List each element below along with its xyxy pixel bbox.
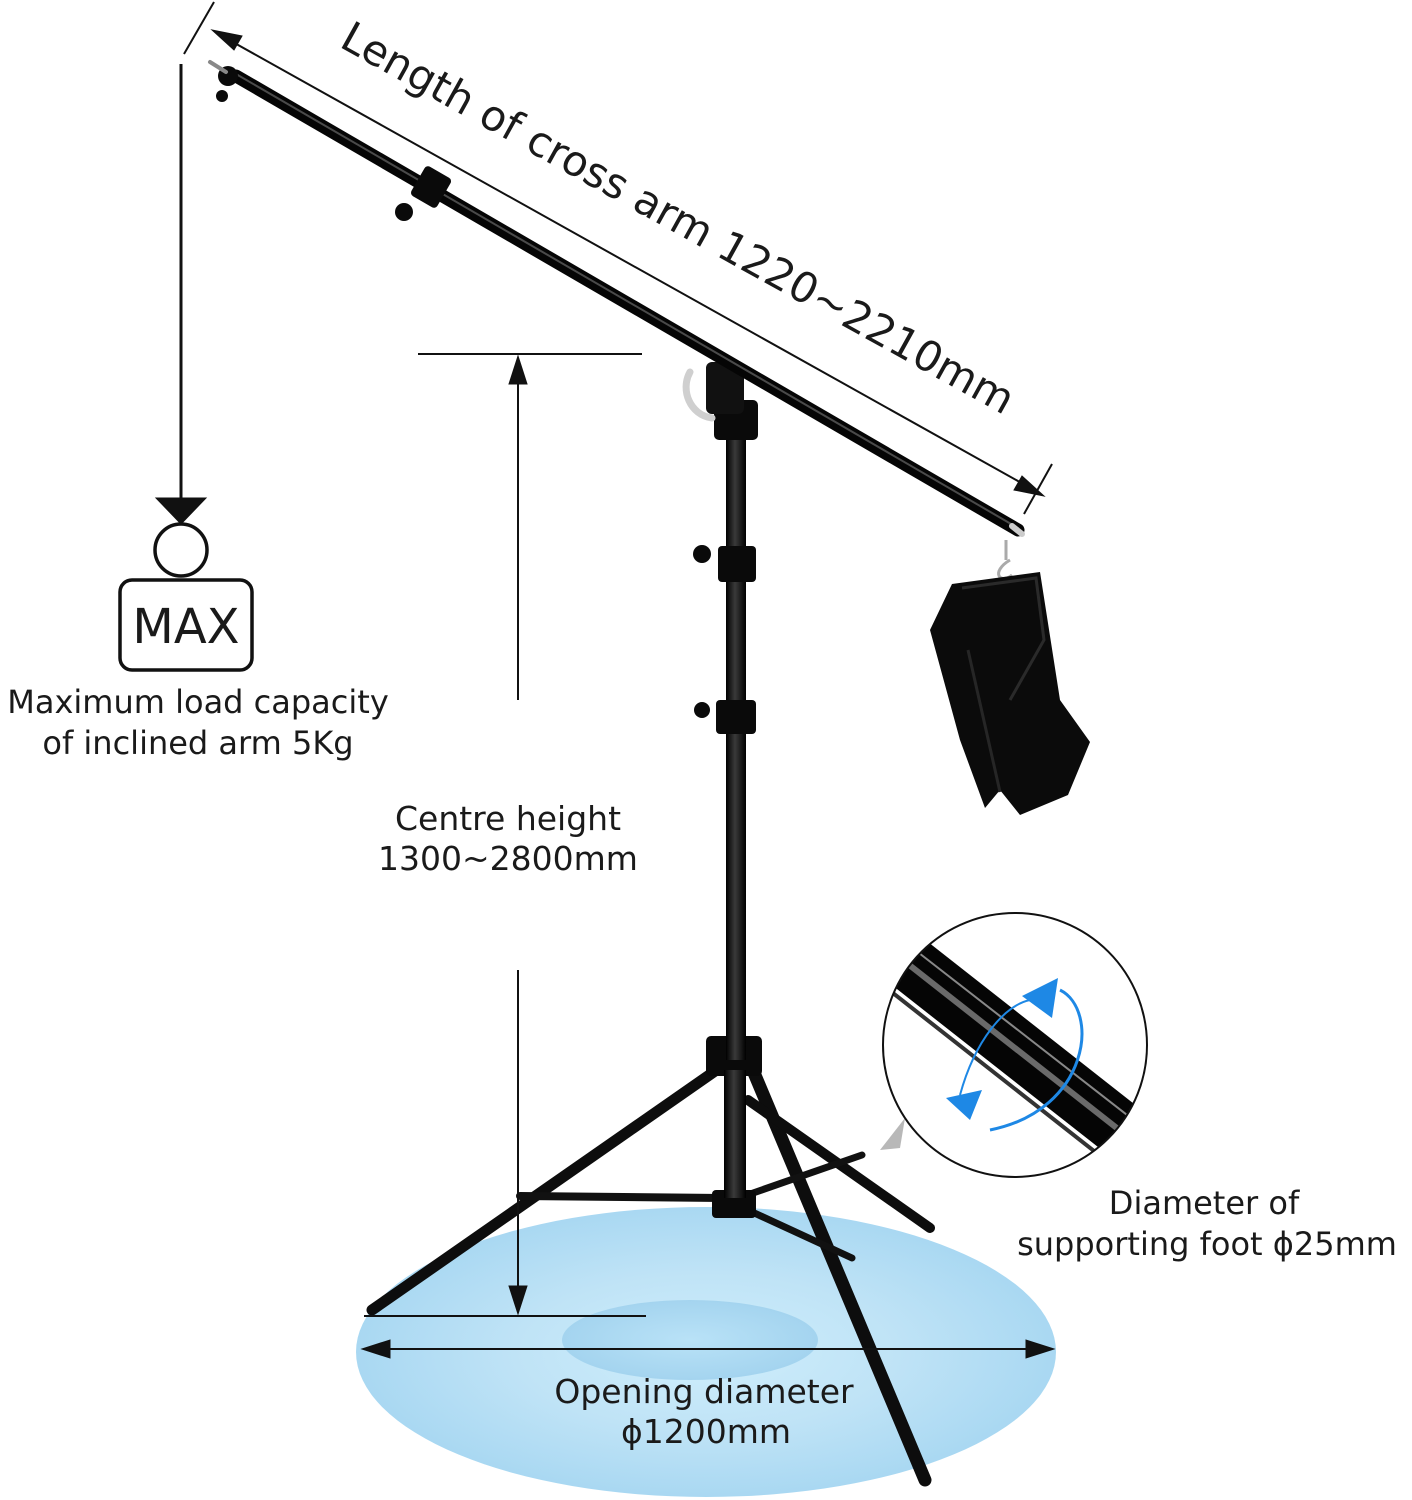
max-load-label-line2: of inclined arm 5Kg (42, 724, 353, 762)
cross-arm (208, 60, 1025, 537)
rotation-arrows-icon (946, 978, 1084, 1132)
cross-arm-label: Length of cross arm 1220~2210mm (333, 12, 1023, 424)
cross-arm-dimension (183, 1, 1053, 515)
centre-height-label-line1: Centre height (395, 799, 621, 838)
foot-diameter-label-line1: Diameter of (1109, 1184, 1300, 1222)
max-load-label-line1: Maximum load capacity (7, 683, 389, 721)
opening-diameter-label-line1: Opening diameter (554, 1372, 854, 1411)
max-load-arrow (154, 64, 208, 525)
max-badge-text: MAX (132, 599, 239, 655)
foot-diameter-label-line2: supporting foot ϕ25mm (1017, 1225, 1397, 1263)
opening-diameter-dimension (360, 1339, 1056, 1359)
foot-detail-zoom (880, 912, 1148, 1178)
weight-max-icon: MAX (118, 522, 254, 672)
stand (366, 362, 935, 1487)
sandbag-icon (930, 540, 1090, 815)
opening-diameter-label-line2: ϕ1200mm (621, 1412, 791, 1451)
centre-height-label-line2: 1300~2800mm (378, 839, 638, 878)
floor-footprint (356, 1207, 1056, 1497)
centre-height-dimension (364, 353, 646, 1317)
